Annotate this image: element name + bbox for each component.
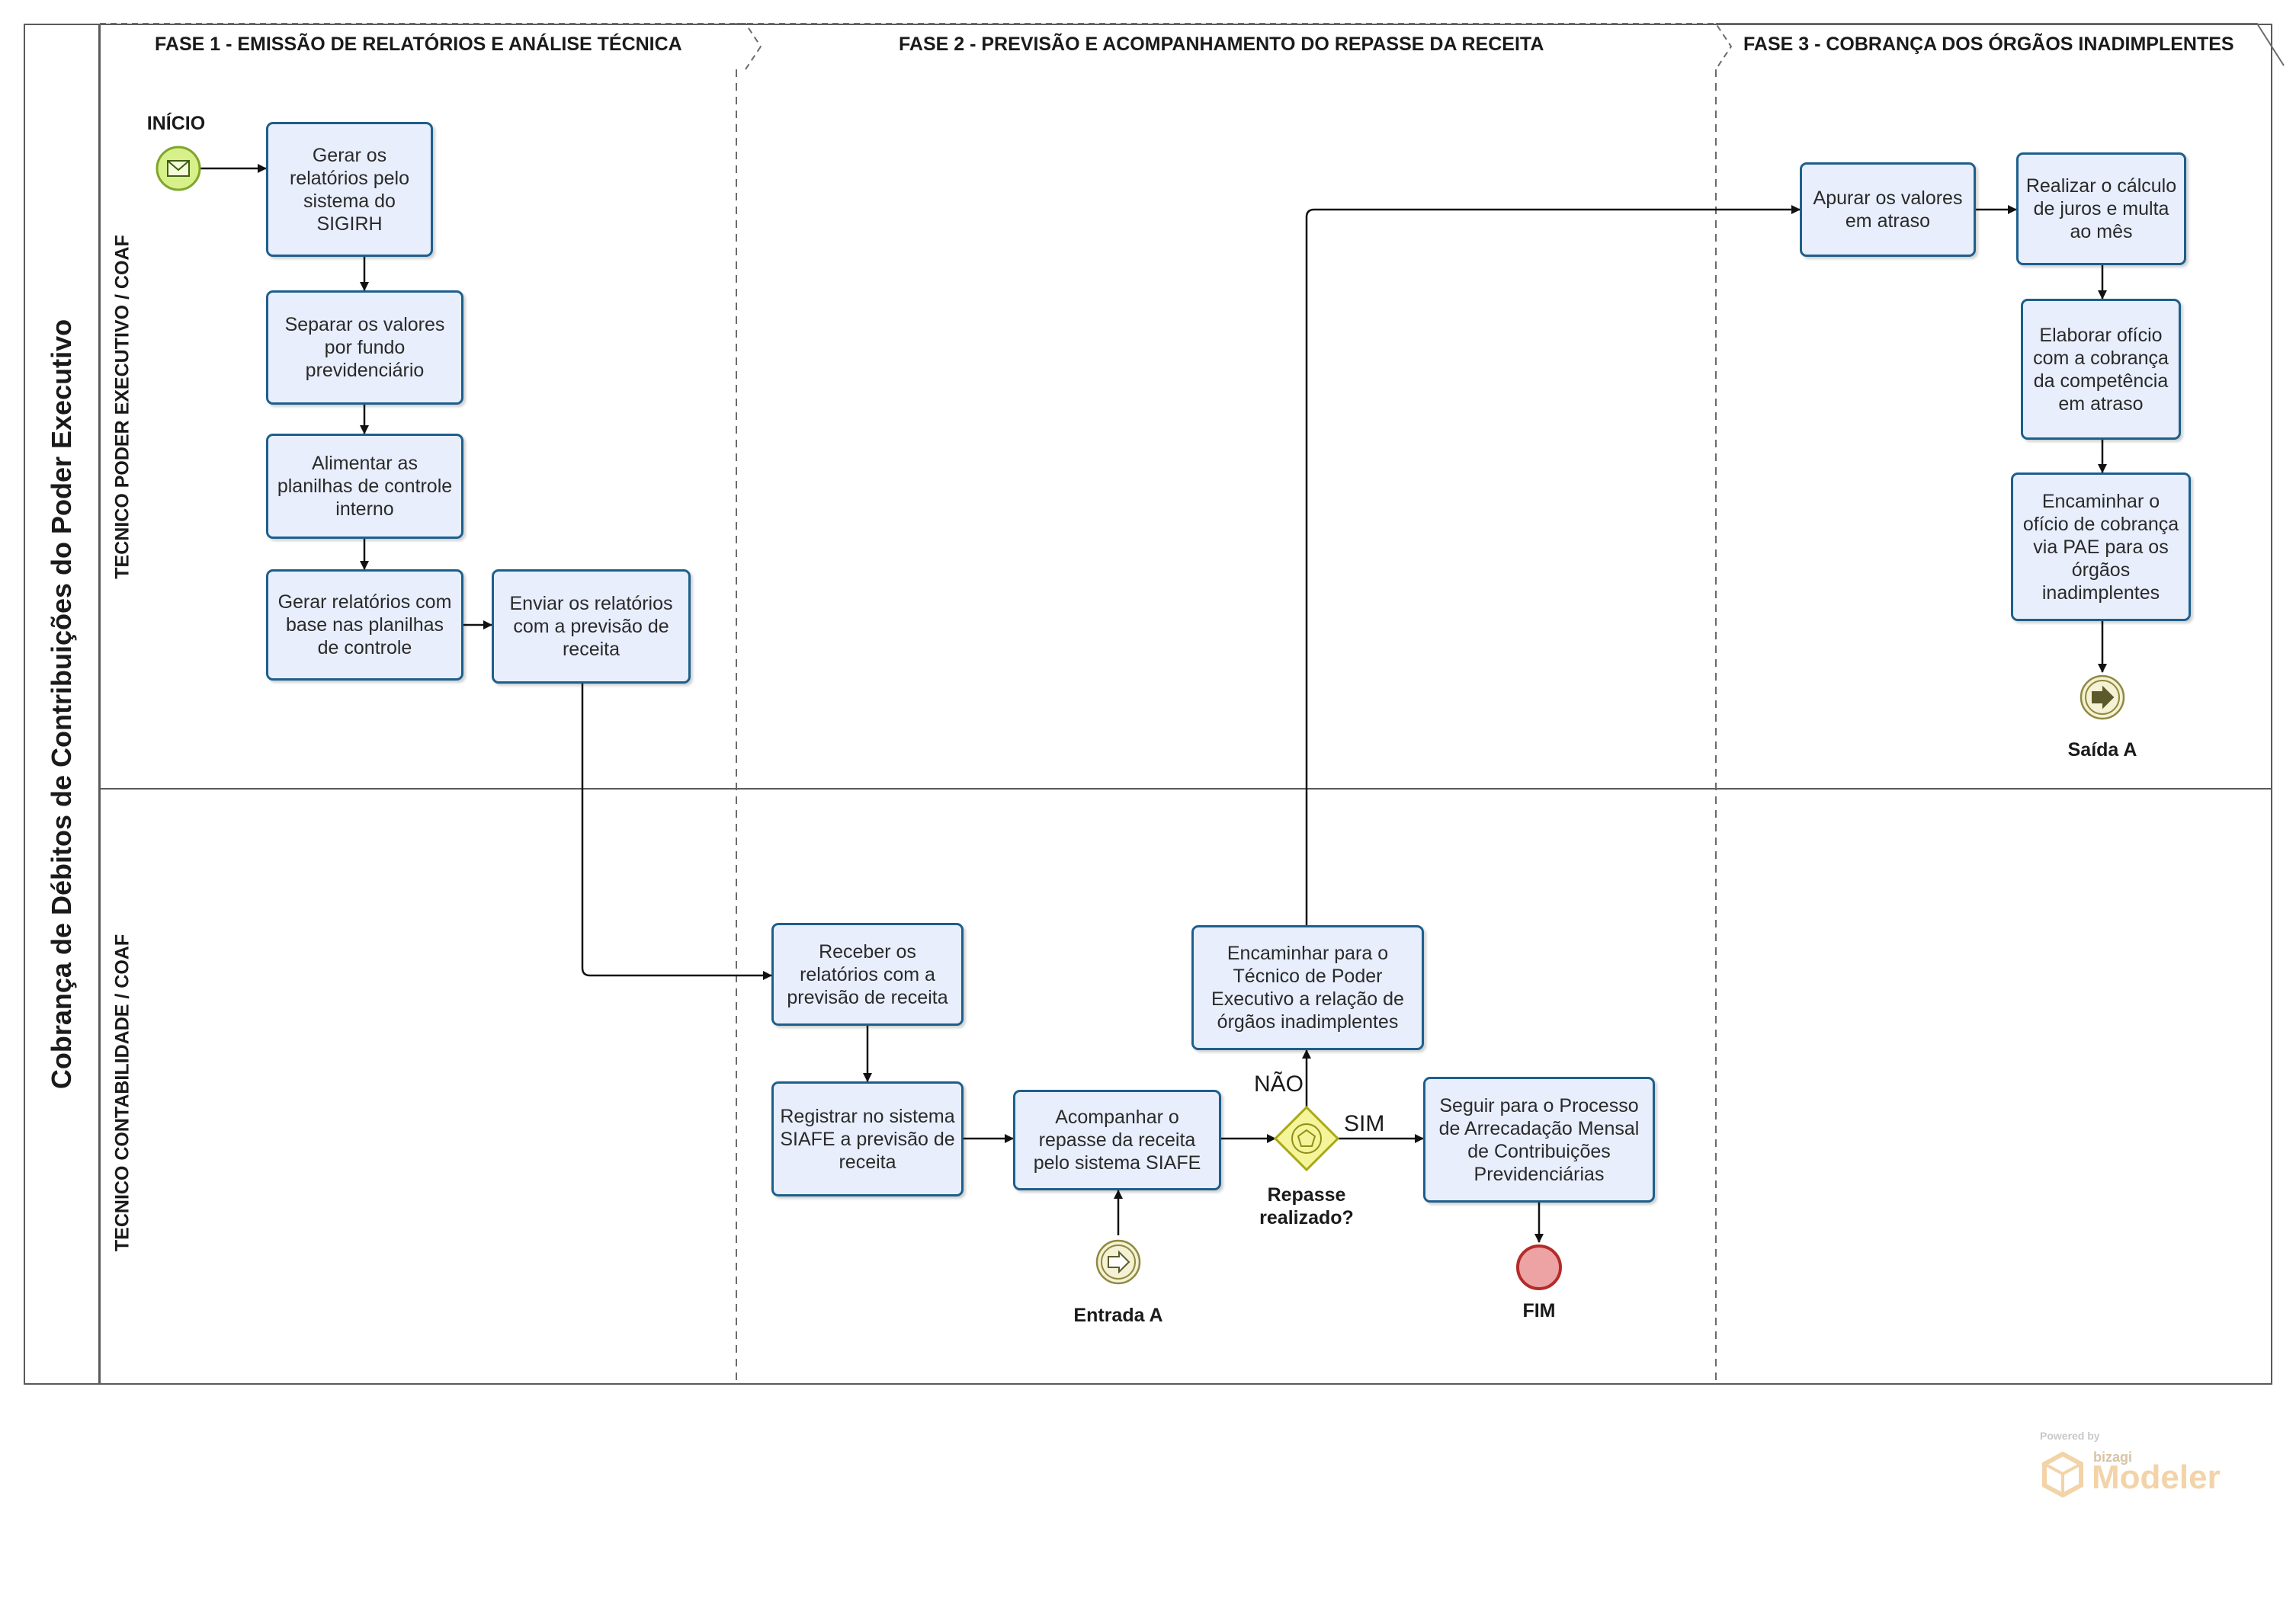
bizagi-watermark: Powered by bizagi Modeler — [2040, 1430, 2238, 1498]
task-receber-relatorios[interactable]: Receber os relatórios com a previsão de … — [771, 923, 964, 1026]
watermark-powered: Powered by — [2040, 1430, 2100, 1442]
task-label: Encaminhar para o Técnico de Poder Execu… — [1211, 943, 1404, 1033]
task-enviar-relatorios[interactable]: Enviar os relatórios com a previsão de r… — [492, 569, 691, 684]
link-arrow-icon — [2092, 685, 2115, 710]
gateway-question-label: Repasse realizado? — [1259, 1184, 1354, 1228]
task-label: Separar os valores por fundo previdenciá… — [284, 314, 445, 381]
watermark-product: Modeler — [2092, 1459, 2221, 1496]
start-event-label: INÍCIO — [146, 113, 206, 134]
task-calculo-juros-multa[interactable]: Realizar o cálculo de juros e multa ao m… — [2016, 152, 2186, 265]
task-encaminhar-oficio-pae[interactable]: Encaminhar o ofício de cobrança via PAE … — [2011, 472, 2191, 621]
task-acompanhar-repasse[interactable]: Acompanhar o repasse da receita pelo sis… — [1013, 1090, 1221, 1190]
phase-header-3-outline — [1716, 23, 2285, 66]
phase-header-2-outline — [736, 23, 1733, 70]
task-separar-valores[interactable]: Separar os valores por fundo previdenciá… — [266, 290, 463, 405]
task-label: Acompanhar o repasse da receita pelo sis… — [1033, 1107, 1201, 1174]
task-encaminhar-relacao-inadimplentes[interactable]: Encaminhar para o Técnico de Poder Execu… — [1191, 925, 1424, 1050]
task-label: Registrar no sistema SIAFE a previsão de… — [780, 1105, 955, 1173]
link-out-event — [2080, 674, 2125, 720]
phase-header-1-point — [745, 46, 762, 70]
link-in-event — [1095, 1239, 1141, 1285]
end-event-label: FIM — [1522, 1300, 1556, 1321]
envelope-icon — [167, 160, 190, 177]
phase-title-2: FASE 2 - PREVISÃO E ACOMPANHAMENTO DO RE… — [899, 34, 1544, 55]
end-event — [1516, 1244, 1562, 1290]
watermark-brand: bizagi — [2093, 1449, 2133, 1465]
task-registrar-siafe[interactable]: Registrar no sistema SIAFE a previsão de… — [771, 1081, 964, 1196]
task-label: Receber os relatórios com a previsão de … — [787, 940, 948, 1008]
task-label: Gerar relatórios com base nas planilhas … — [277, 591, 452, 658]
task-label: Realizar o cálculo de juros e multa ao m… — [2025, 175, 2177, 242]
gateway-repasse — [1273, 1105, 1340, 1172]
task-label: Seguir para o Processo de Arrecadação Me… — [1438, 1094, 1640, 1185]
task-gerar-relatorios-sigirh[interactable]: Gerar os relatórios pelo sistema do SIGI… — [266, 122, 433, 257]
task-apurar-valores[interactable]: Apurar os valores em atraso — [1800, 162, 1976, 257]
task-label: Elaborar ofício com a cobrança da compet… — [2033, 324, 2169, 415]
task-alimentar-planilhas[interactable]: Alimentar as planilhas de controle inter… — [266, 434, 463, 539]
phase-title-1: FASE 1 - EMISSÃO DE RELATÓRIOS E ANÁLISE… — [155, 34, 682, 55]
link-in-label: Entrada A — [1073, 1305, 1163, 1326]
task-elaborar-oficio[interactable]: Elaborar ofício com a cobrança da compet… — [2021, 299, 2181, 440]
flow-t9-t11 — [1305, 205, 1801, 925]
start-event — [156, 146, 201, 191]
task-seguir-processo-arrecadacao[interactable]: Seguir para o Processo de Arrecadação Me… — [1423, 1077, 1655, 1203]
task-label: Gerar os relatórios pelo sistema do SIGI… — [289, 144, 410, 235]
bizagi-logo-icon — [2042, 1451, 2083, 1498]
pentagon-icon — [1297, 1129, 1316, 1147]
gateway-yes-label: SIM — [1344, 1111, 1385, 1136]
phase-title-3: FASE 3 - COBRANÇA DOS ÓRGÃOS INADIMPLENT… — [1743, 34, 2234, 55]
link-arrow-icon — [1108, 1250, 1130, 1274]
task-gerar-relatorios-planilhas[interactable]: Gerar relatórios com base nas planilhas … — [266, 569, 463, 681]
task-label: Enviar os relatórios com a previsão de r… — [509, 593, 673, 660]
task-label: Apurar os valores em atraso — [1813, 187, 1963, 232]
flow-t5-t6 — [581, 684, 772, 980]
link-out-label: Saída A — [2067, 739, 2137, 761]
gateway-no-label: NÃO — [1254, 1071, 1304, 1097]
sequence-flows — [200, 164, 2107, 1243]
task-label: Encaminhar o ofício de cobrança via PAE … — [2022, 490, 2179, 604]
task-label: Alimentar as planilhas de controle inter… — [277, 453, 453, 520]
phase-header-1-outline — [100, 23, 762, 47]
